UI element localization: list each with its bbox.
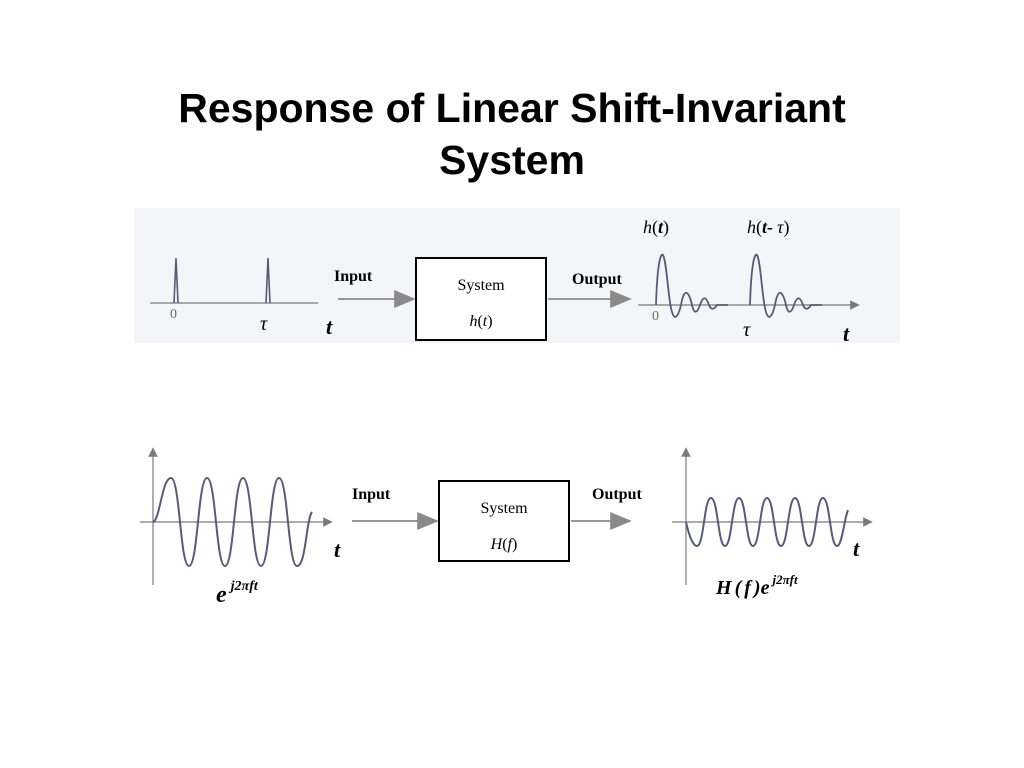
bottom-system-function: H(f): [490, 536, 518, 553]
slide-title: Response of Linear Shift-Invariant Syste…: [0, 82, 1024, 186]
system-box-border: [415, 257, 547, 341]
input-tau-label: τ: [260, 313, 268, 335]
input-origin-label: 0: [170, 307, 177, 322]
input-impulse-plot: 0 τ t: [150, 257, 333, 339]
output-sinusoid: [685, 496, 849, 548]
top-system-function: h(t): [469, 313, 492, 330]
output-t-label: t: [843, 321, 850, 346]
output-t-label-bottom: t: [853, 536, 860, 561]
output-origin-label: 0: [652, 309, 659, 324]
impulse-at-origin: [173, 257, 179, 304]
impulse-diagram: 0 τ t Input System h(t) Output 0 τ t h(t…: [134, 208, 900, 346]
top-output-label: Output: [572, 271, 622, 288]
input-sinusoid: [152, 476, 313, 568]
title-line-1: Response of Linear Shift-Invariant: [178, 85, 846, 131]
top-system-label: System: [457, 277, 505, 294]
output-tau-label: τ: [743, 319, 751, 341]
func-name: h: [469, 313, 477, 330]
response-h-t: [655, 253, 728, 318]
response-label-h-t-tau: h(t-τ): [747, 217, 789, 238]
system-box-border-bottom: [438, 480, 570, 562]
bottom-output-label: Output: [592, 486, 642, 503]
output-response-plot: 0 τ t h(t) h(t-τ): [638, 217, 860, 346]
bottom-system-box: System H(f): [438, 480, 570, 562]
bottom-input-label: Input: [352, 486, 391, 503]
bottom-system-label: System: [480, 500, 528, 517]
impulse-at-tau: [265, 257, 271, 304]
title-line-2: System: [439, 137, 585, 183]
func-arg: t: [483, 313, 488, 330]
input-t-label-bottom: t: [334, 537, 341, 562]
top-system-box: System h(t): [415, 257, 547, 341]
response-h-t-tau: [749, 253, 822, 318]
top-input-label: Input: [334, 268, 373, 285]
response-label-h-t: h(t): [643, 217, 669, 238]
input-t-label: t: [326, 314, 333, 339]
